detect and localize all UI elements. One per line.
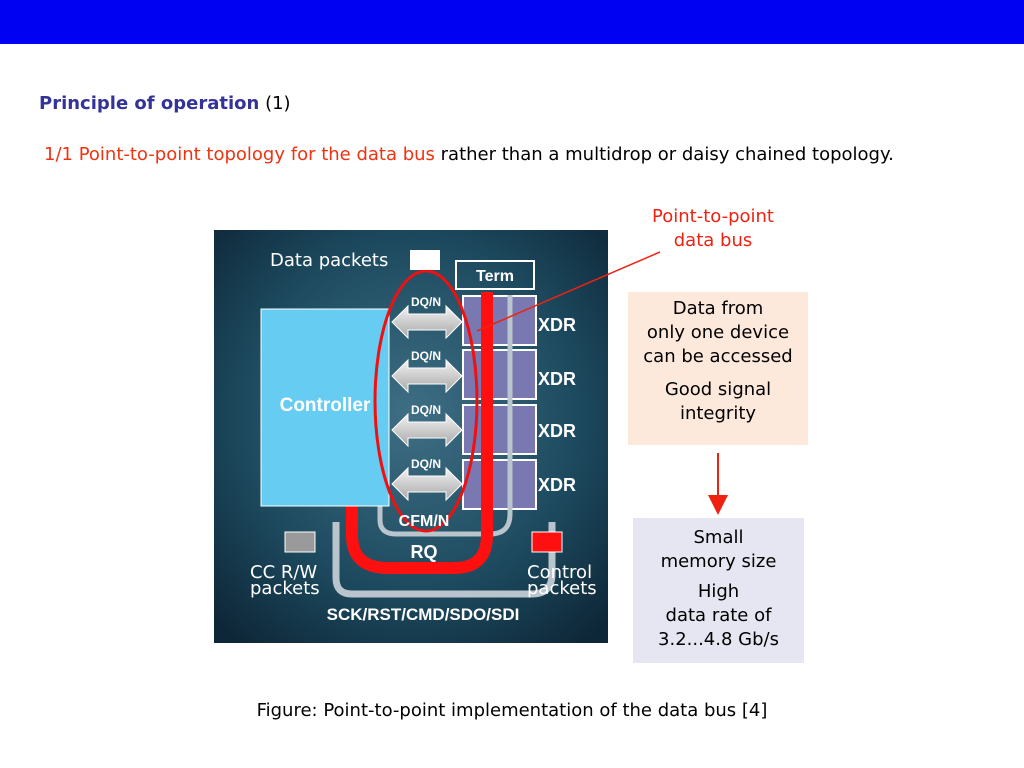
box-bottom-line: Small [693, 527, 744, 548]
controller-block [260, 308, 390, 507]
figure-caption: Figure: Point-to-point implementation of… [256, 700, 768, 721]
dq-arrow [391, 466, 463, 502]
rq-label: RQ [411, 542, 438, 562]
memory-size-text: Small memory size [633, 526, 804, 574]
box-bottom-line: memory size [660, 551, 777, 572]
box-bottom-line: data rate of [665, 605, 772, 626]
cc-label-line1: CC R/W [250, 562, 317, 583]
callout-line-1: Point-to-point [652, 206, 774, 227]
box-top-line: only one device [646, 322, 790, 343]
control-bus-line [332, 522, 556, 598]
data-access-box: Data from only one device can be accesse… [628, 292, 808, 445]
heading-title: Principle of operation [39, 93, 260, 114]
control-packet-swatch [531, 531, 563, 553]
slide-heading: Principle of operation (1) [39, 93, 291, 114]
box-bottom-line: 3.2...4.8 Gb/s [658, 629, 779, 650]
xdr-label: XDR [538, 421, 576, 441]
dq-label: DQ/N [411, 295, 441, 309]
term-box [455, 260, 535, 290]
controller-label: Controller [280, 395, 371, 416]
data-packet-swatch [410, 250, 440, 270]
data-rate-text: High data rate of 3.2...4.8 Gb/s [633, 580, 804, 652]
box-bottom-line: High [697, 581, 740, 602]
top-banner [0, 0, 1024, 44]
callout-pointer [476, 251, 661, 332]
xdr-label: XDR [538, 369, 576, 389]
dq-highlight-ellipse [373, 269, 479, 533]
box-top-line: Data from [672, 298, 764, 319]
callout-line-2: data bus [673, 230, 753, 251]
dq-arrow [391, 412, 463, 448]
cfm-bus-line [377, 295, 513, 537]
dq-label: DQ/N [411, 349, 441, 363]
rq-bus-line [346, 292, 493, 574]
box-top-line: can be accessed [643, 346, 793, 367]
control-label-line2: packets [527, 578, 597, 599]
control-label-line1: Control [527, 562, 592, 583]
dq-label: DQ/N [411, 457, 441, 471]
box-top-line: integrity [679, 403, 757, 424]
data-access-text: Data from only one device can be accesse… [628, 297, 808, 369]
cfm-label: CFM/N [399, 513, 450, 530]
heading-number: (1) [265, 93, 291, 114]
term-label: Term [476, 268, 514, 285]
cc-label-line2: packets [250, 578, 320, 599]
box-top-line: Good signal [664, 379, 772, 400]
xdr-label: XDR [538, 315, 576, 335]
signal-integrity-text: Good signal integrity [628, 378, 808, 426]
slide-subtitle: 1/1 Point-to-point topology for the data… [44, 144, 894, 165]
point-to-point-callout: Point-to-point data bus [626, 205, 800, 253]
data-packets-label: Data packets [270, 250, 388, 271]
subtitle-rest: rather than a multidrop or daisy chained… [434, 144, 894, 165]
memory-size-box: Small memory size High data rate of 3.2.… [633, 518, 804, 663]
dq-label: DQ/N [411, 403, 441, 417]
xdr-chip [462, 459, 537, 510]
cc-packet-swatch [284, 531, 316, 553]
dq-arrow [391, 358, 463, 394]
xdr-label: XDR [538, 475, 576, 495]
subtitle-highlight: 1/1 Point-to-point topology for the data… [44, 144, 435, 165]
dq-arrow [391, 304, 463, 340]
control-bus-label: SCK/RST/CMD/SDO/SDI [327, 605, 520, 624]
